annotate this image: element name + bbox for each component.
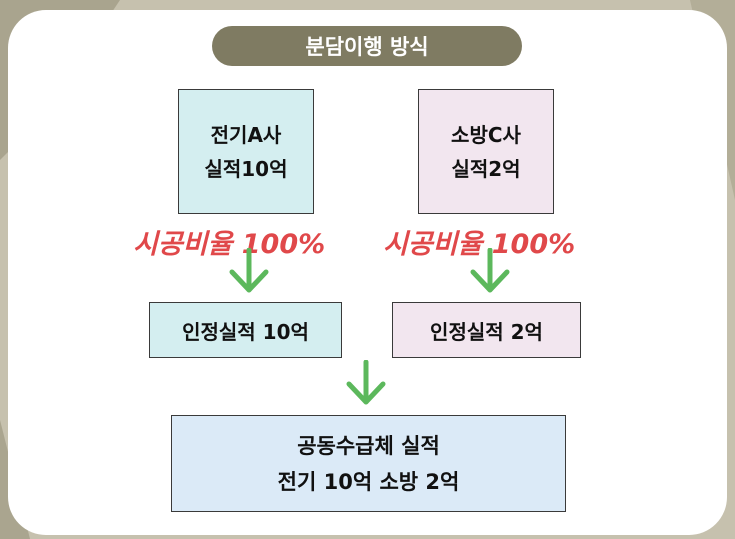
- joint-record-title: 공동수급체 실적: [297, 433, 440, 458]
- down-arrow-icon: [470, 248, 510, 293]
- company-a-box: 전기A사 실적10억: [178, 89, 314, 214]
- joint-record-detail: 전기 10억 소방 2억: [277, 469, 460, 494]
- company-c-box: 소방C사 실적2억: [418, 89, 554, 214]
- down-arrow-icon: [346, 360, 386, 405]
- company-c-record: 실적2억: [451, 156, 521, 181]
- ratio-label-a: 시공비율 100%: [133, 229, 326, 260]
- ratio-label-c: 시공비율 100%: [383, 229, 576, 260]
- recognized-record-a: 인정실적 10억: [149, 302, 342, 358]
- company-a-name: 전기A사: [210, 122, 282, 147]
- page-title: 분담이행 방식: [212, 26, 522, 66]
- down-arrow-icon: [229, 248, 269, 293]
- recognized-record-c: 인정실적 2억: [392, 302, 581, 358]
- joint-record-box: 공동수급체 실적 전기 10억 소방 2억: [171, 415, 566, 512]
- company-c-name: 소방C사: [451, 122, 521, 147]
- company-a-record: 실적10억: [204, 156, 288, 181]
